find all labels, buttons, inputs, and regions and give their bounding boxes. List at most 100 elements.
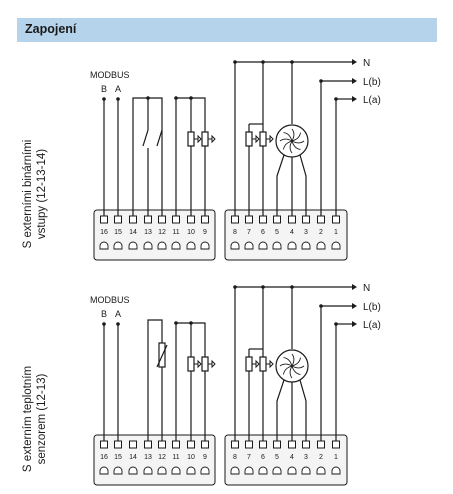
- terminal-screw: [273, 440, 281, 449]
- terminal-number-8: 8: [233, 454, 237, 461]
- terminal-screw: [172, 215, 180, 224]
- internal-sensor-a: [187, 131, 195, 147]
- terminal-screw: [201, 440, 209, 449]
- terminal-clamp: [287, 241, 297, 250]
- terminal-screw: [317, 440, 325, 449]
- terminal-clamp: [301, 466, 311, 475]
- terminal-screw: [245, 440, 253, 449]
- terminal-screw: [317, 215, 325, 224]
- terminal-screw: [100, 440, 108, 449]
- terminal-clamp: [230, 241, 240, 250]
- terminal-number-5: 5: [275, 454, 279, 461]
- la-label: L(a): [363, 320, 381, 331]
- terminal-clamp: [143, 241, 153, 250]
- terminal-clamp: [113, 466, 123, 475]
- lb-arrow: [352, 303, 357, 309]
- fan-blade: [291, 128, 295, 142]
- terminal-number-3: 3: [304, 229, 308, 236]
- terminal-clamp: [99, 466, 109, 475]
- terminal-screw: [100, 215, 108, 224]
- modbus-b-dot: [102, 322, 106, 326]
- terminal-screw: [288, 440, 296, 449]
- terminal-clamp: [287, 466, 297, 475]
- fan-blade: [291, 365, 301, 375]
- fan-wire-3: [299, 154, 307, 216]
- terminal-number-16: 16: [100, 229, 108, 236]
- modbus-a-label: A: [115, 309, 121, 319]
- terminal-number-3: 3: [304, 454, 308, 461]
- terminal-screw: [129, 215, 137, 224]
- terminal-number-13: 13: [144, 229, 152, 236]
- terminal-clamp: [171, 241, 181, 250]
- internal-sensor-dot: [174, 96, 178, 100]
- terminal-number-11: 11: [172, 229, 179, 236]
- fan-blade: [283, 132, 293, 142]
- fan-blade: [291, 365, 305, 369]
- room-sensor-b: [259, 131, 267, 147]
- fan-blade: [289, 140, 293, 154]
- terminal-clamp: [128, 466, 138, 475]
- fan-blade: [289, 365, 293, 379]
- terminal-number-16: 16: [100, 454, 108, 461]
- temp-sensor-slash: [156, 344, 168, 368]
- terminal-number-10: 10: [187, 229, 195, 236]
- fan-blade: [291, 132, 301, 142]
- terminal-screw: [332, 440, 340, 449]
- fan-blade: [279, 138, 293, 142]
- terminal-number-4: 4: [290, 229, 294, 236]
- fan-blade: [291, 357, 301, 367]
- terminal-clamp: [113, 241, 123, 250]
- internal-sensor-b: [201, 356, 209, 372]
- modbus-label: MODBUS: [90, 70, 130, 80]
- temp-symbol: [208, 359, 216, 369]
- fan-blade: [283, 357, 293, 367]
- switch-13-contact: [142, 129, 149, 147]
- modbus-b-label: B: [101, 309, 107, 319]
- modbus-a-dot: [116, 97, 120, 101]
- terminal-block-left: [93, 209, 216, 261]
- terminal-screw: [245, 215, 253, 224]
- temp-symbol: [194, 134, 202, 144]
- terminal-screw: [187, 440, 195, 449]
- terminal-number-10: 10: [187, 454, 195, 461]
- terminal-block-right: [224, 434, 348, 486]
- terminal-number-2: 2: [319, 229, 323, 236]
- terminal-screw: [158, 440, 166, 449]
- terminal-number-1: 1: [334, 229, 338, 236]
- terminal-screw: [332, 215, 340, 224]
- room-sensor-a: [245, 356, 253, 372]
- fan-blade: [291, 140, 305, 144]
- n-label: N: [363, 283, 370, 294]
- la-dot: [334, 322, 338, 326]
- terminal-number-13: 13: [144, 454, 152, 461]
- terminal-clamp: [171, 466, 181, 475]
- terminal-number-6: 6: [261, 454, 265, 461]
- terminal-number-7: 7: [247, 454, 251, 461]
- switch-12-contact: [156, 129, 163, 147]
- lb-dot: [319, 304, 323, 308]
- room-sensor-b: [259, 356, 267, 372]
- terminal-clamp: [143, 466, 153, 475]
- terminal-clamp: [186, 241, 196, 250]
- terminal-number-6: 6: [261, 229, 265, 236]
- terminal-screw: [187, 215, 195, 224]
- page-title: Zapojení: [25, 22, 77, 36]
- terminal-number-11: 11: [172, 454, 179, 461]
- sensor-wire: [147, 319, 163, 441]
- fan-wire-5: [276, 379, 285, 441]
- temp-symbol: [208, 134, 216, 144]
- terminal-clamp: [186, 466, 196, 475]
- internal-sensor-b: [201, 131, 209, 147]
- terminal-screw: [288, 215, 296, 224]
- terminal-number-1: 1: [334, 454, 338, 461]
- terminal-screw: [302, 215, 310, 224]
- fan-blade: [291, 140, 301, 150]
- terminal-clamp: [157, 466, 167, 475]
- fan-wire-5: [276, 154, 285, 216]
- modbus-b-dot: [102, 97, 106, 101]
- terminal-number-2: 2: [319, 454, 323, 461]
- header-bar: Zapojení: [17, 18, 437, 42]
- terminal-clamp: [272, 466, 282, 475]
- terminal-clamp: [128, 241, 138, 250]
